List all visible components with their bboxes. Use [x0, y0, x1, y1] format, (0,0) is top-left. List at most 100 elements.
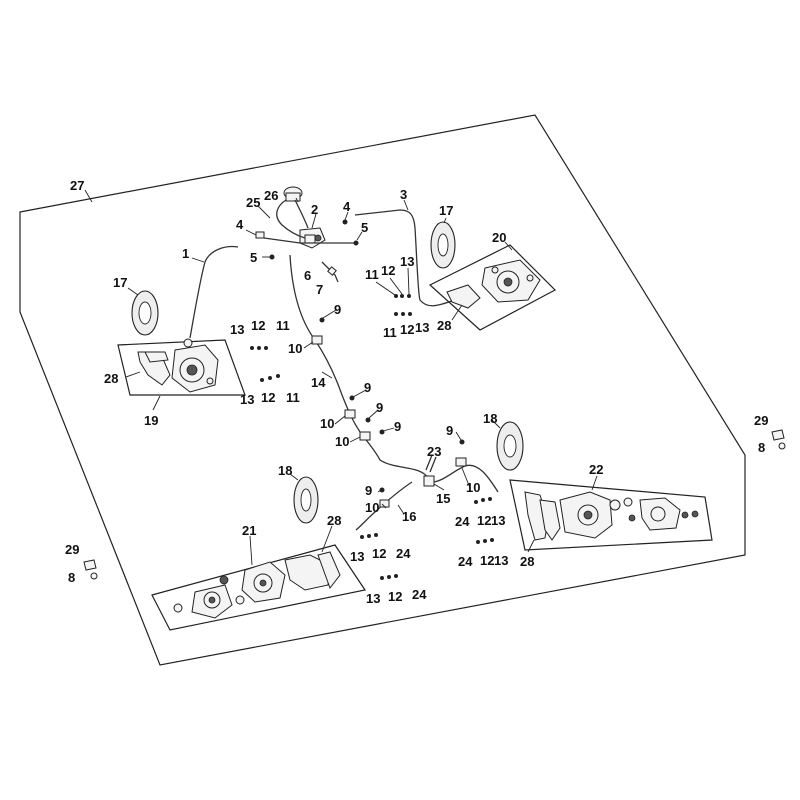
leader-4b — [344, 211, 349, 221]
caliper-21-body — [173, 561, 286, 619]
callout-13-left-bottom: 13 — [240, 392, 254, 407]
brake-pad-28-upper-right — [446, 284, 481, 309]
leader-3 — [403, 199, 409, 211]
clip-10-c — [359, 417, 385, 441]
bolt-5-right — [353, 240, 359, 246]
brake-cable-3 — [354, 209, 456, 307]
callout-15: 15 — [436, 491, 450, 506]
caliper-19-body — [171, 338, 219, 393]
leader-10e — [381, 503, 387, 509]
brake-disc-17-left — [131, 290, 159, 336]
callout-27: 27 — [70, 178, 84, 193]
callout-13-lower-left-a: 13 — [350, 549, 364, 564]
callout-12-lower-right-a: 12 — [477, 513, 491, 528]
leader-4a — [245, 229, 257, 236]
callout-28-left: 28 — [104, 371, 118, 386]
caliper-group-22-box — [509, 479, 713, 551]
brake-disc-17-right — [430, 221, 456, 269]
leader-20 — [504, 241, 513, 251]
leader-10b — [334, 415, 346, 425]
callout-13-lower-left-b: 13 — [366, 591, 380, 606]
switch-7 — [327, 266, 337, 276]
leader-15 — [433, 483, 445, 491]
bolt-23b — [429, 456, 437, 473]
leader-26 — [295, 197, 299, 203]
leader-17a — [127, 287, 139, 296]
callout-24-lower-left-a: 24 — [396, 546, 411, 561]
callout-9-b: 9 — [364, 380, 371, 395]
callout-8-right: 8 — [758, 440, 765, 455]
master-line — [263, 237, 355, 244]
callout-23: 23 — [427, 444, 441, 459]
brake-line-14 — [289, 254, 429, 479]
callout-5-right: 5 — [361, 220, 368, 235]
reservoir-hose-25 — [276, 199, 306, 239]
callout-12-lower-left-a: 12 — [372, 546, 386, 561]
callout-28-lower-right: 28 — [520, 554, 534, 569]
callout-26: 26 — [264, 188, 278, 203]
leader-13a — [407, 267, 410, 295]
callout-1: 1 — [182, 246, 189, 261]
callout-11-left-bottom: 11 — [286, 390, 300, 405]
callout-13-lower-right-b: 13 — [494, 553, 508, 568]
callout-17-left: 17 — [113, 275, 127, 290]
leader-18a — [491, 419, 501, 429]
fasteners-left-middle — [250, 346, 280, 382]
leader-28b — [451, 304, 463, 321]
leader-28a — [125, 371, 141, 378]
fasteners-lower-left — [360, 533, 398, 580]
callout-10-b: 10 — [320, 416, 334, 431]
callout-18-right: 18 — [483, 411, 497, 426]
leader-28c — [527, 539, 535, 553]
callout-12-top: 12 — [381, 263, 395, 278]
callout-9-a: 9 — [334, 302, 341, 317]
callout-18-left: 18 — [278, 463, 292, 478]
callout-29-right: 29 — [754, 413, 768, 428]
callout-7: 7 — [316, 282, 323, 297]
callout-13-mid: 13 — [415, 320, 429, 335]
callout-24-lower-left-b: 24 — [412, 587, 427, 602]
callout-12-left-bottom: 12 — [261, 390, 275, 405]
caliper-group-20-box — [428, 244, 556, 331]
callout-17-right: 17 — [439, 203, 453, 218]
callout-28-lower-left: 28 — [327, 513, 341, 528]
callout-3: 3 — [400, 187, 407, 202]
callout-13-lower-right-a: 13 — [491, 513, 505, 528]
callout-10-d: 10 — [466, 480, 480, 495]
junction-15 — [423, 464, 499, 493]
leader-9b — [352, 389, 367, 398]
callout-5-left: 5 — [250, 250, 257, 265]
callout-9-d: 9 — [394, 419, 401, 434]
fasteners-lower-right — [474, 497, 494, 544]
callout-10-a: 10 — [288, 341, 302, 356]
callout-11-mid: 11 — [383, 325, 397, 340]
leader-10c — [349, 436, 361, 443]
leader-9f — [377, 489, 382, 493]
callout-9-e: 9 — [446, 423, 453, 438]
leader-9c — [368, 409, 379, 419]
bolt-4-right — [342, 219, 348, 225]
reservoir-hose-2 — [294, 199, 309, 229]
leader-9e — [455, 431, 462, 441]
leader-1 — [191, 257, 205, 263]
callout-6: 6 — [304, 268, 311, 283]
reservoir-26 — [283, 186, 303, 202]
callout-24-lower-right-b: 24 — [458, 554, 473, 569]
leader-9a — [322, 309, 337, 319]
bolt-5-left — [269, 254, 275, 260]
callout-28-upper-right: 28 — [437, 318, 451, 333]
bracket-28-lower-left — [284, 551, 341, 591]
brake-pad-28-left — [137, 351, 171, 386]
callout-11-left-top: 11 — [276, 318, 290, 333]
callout-4-right: 4 — [343, 199, 351, 214]
leader-28d — [321, 525, 333, 553]
leader-21 — [249, 535, 253, 566]
callout-24-lower-right-a: 24 — [455, 514, 470, 529]
callout-19: 19 — [144, 413, 158, 428]
clip-10-a — [311, 317, 325, 345]
brake-hose-1 — [189, 245, 239, 339]
callout-2: 2 — [311, 202, 318, 217]
leader-5b — [356, 231, 363, 241]
leader-18b — [289, 473, 299, 481]
